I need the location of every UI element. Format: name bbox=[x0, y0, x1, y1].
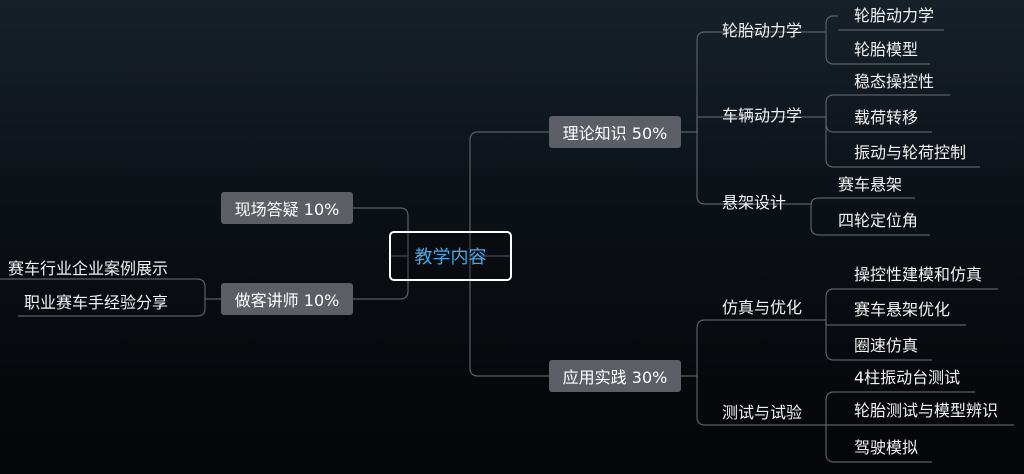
item-load-transfer[interactable]: 载荷转移 bbox=[854, 108, 919, 127]
link-sim-2 bbox=[825, 320, 966, 326]
link-trunk-practice bbox=[469, 256, 549, 377]
center-node[interactable]: 教学内容 bbox=[389, 231, 512, 281]
link-sim-1 bbox=[810, 288, 998, 321]
link-theory-susp bbox=[696, 132, 795, 205]
link-susp-1 bbox=[795, 197, 915, 206]
item-tire-dynamics[interactable]: 轮胎动力学 bbox=[854, 6, 935, 25]
link-left-qa bbox=[353, 207, 409, 256]
link-vehicle-1 bbox=[810, 94, 950, 118]
item-handling-modeling[interactable]: 操控性建模和仿真 bbox=[854, 265, 983, 284]
branch-onsite-qa[interactable]: 现场答疑 10% bbox=[221, 192, 353, 224]
group-simulation-optimization[interactable]: 仿真与优化 bbox=[722, 298, 803, 317]
link-theory-vehicle bbox=[696, 116, 810, 132]
link-tire-1 bbox=[810, 15, 944, 33]
item-lap-simulation[interactable]: 圈速仿真 bbox=[854, 336, 919, 355]
link-test-3 bbox=[825, 425, 932, 463]
group-suspension-design[interactable]: 悬架设计 bbox=[722, 193, 787, 212]
link-theory-tire bbox=[681, 31, 810, 133]
branch-theory[interactable]: 理论知识 50% bbox=[549, 116, 681, 148]
link-test-1 bbox=[810, 391, 975, 426]
item-tire-test-identification[interactable]: 轮胎测试与模型辨识 bbox=[854, 401, 999, 420]
link-practice-sim bbox=[681, 319, 810, 377]
item-race-suspension[interactable]: 赛车悬架 bbox=[838, 175, 903, 194]
item-steady-handling[interactable]: 稳态操控性 bbox=[854, 72, 935, 91]
link-lecturer-items bbox=[0, 278, 221, 317]
group-vehicle-dynamics[interactable]: 车辆动力学 bbox=[722, 106, 803, 125]
item-wheel-alignment[interactable]: 四轮定位角 bbox=[838, 211, 919, 230]
link-trunk-theory bbox=[469, 131, 549, 256]
link-vehicle-3 bbox=[825, 117, 980, 168]
item-industry-cases[interactable]: 赛车行业企业案例展示 bbox=[8, 259, 169, 278]
item-driver-experience[interactable]: 职业赛车手经验分享 bbox=[24, 293, 169, 312]
item-4post-rig-test[interactable]: 4柱振动台测试 bbox=[854, 368, 961, 387]
link-susp-2 bbox=[810, 204, 930, 236]
branch-guest-lecturer[interactable]: 做客讲师 10% bbox=[221, 283, 353, 315]
branch-practice[interactable]: 应用实践 30% bbox=[549, 360, 681, 392]
group-testing-experiment[interactable]: 测试与试验 bbox=[722, 403, 803, 422]
item-tire-model[interactable]: 轮胎模型 bbox=[854, 40, 919, 59]
item-driving-simulator[interactable]: 驾驶模拟 bbox=[854, 438, 919, 457]
group-tire-dynamics[interactable]: 轮胎动力学 bbox=[722, 21, 803, 40]
link-left-lecturer bbox=[353, 256, 409, 300]
link-practice-test bbox=[696, 376, 810, 426]
item-vibration-control[interactable]: 振动与轮荷控制 bbox=[854, 143, 967, 162]
link-tire-2 bbox=[825, 32, 930, 65]
link-sim-3 bbox=[825, 320, 932, 361]
item-suspension-optimization[interactable]: 赛车悬架优化 bbox=[854, 300, 951, 319]
